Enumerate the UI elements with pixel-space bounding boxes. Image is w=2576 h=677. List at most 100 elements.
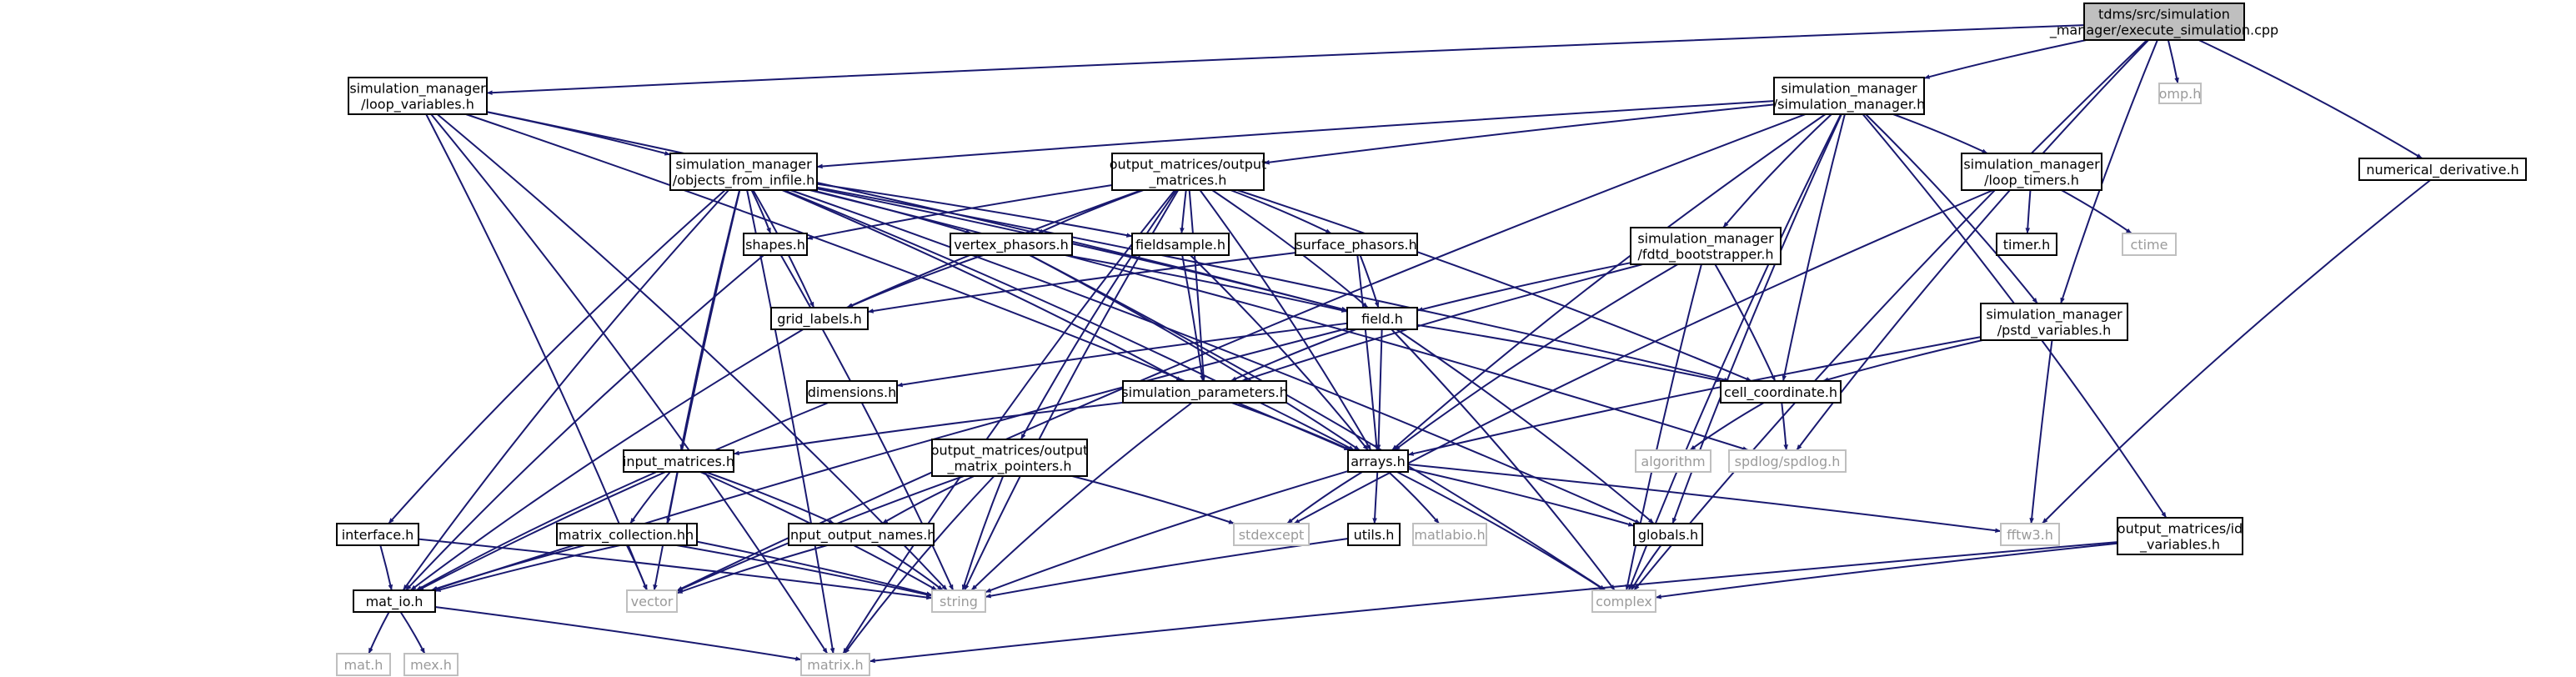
edge-arrays-to-complex	[1396, 471, 1606, 591]
edge-loop_variables-to-objects_from_infile	[486, 111, 671, 156]
edge-arrays-to-string	[985, 470, 1349, 594]
node-id-variables[interactable]: output_matrices/id_variables.h	[2117, 517, 2243, 555]
node-box	[1996, 233, 2057, 256]
edge-surface_phasors-to-grid_labels	[867, 252, 1296, 313]
edge-arrays-to-utils	[1372, 471, 1379, 524]
node-label: input_output_names.h	[787, 527, 936, 544]
node-label: simulation_manager	[1963, 157, 2100, 173]
node-cell-coordinate[interactable]: cell_coordinate.h	[1720, 380, 1842, 404]
node-spdlog: spdlog/spdlog.h	[1728, 449, 1847, 473]
node-box	[743, 233, 808, 256]
node-mat-io[interactable]: mat_io.h	[353, 589, 436, 613]
edge-surface_phasors-to-arrays	[1356, 254, 1379, 451]
node-dimensions[interactable]: dimensions.h	[806, 380, 898, 404]
node-label: output_matrices/id	[2117, 521, 2243, 538]
edge-dimensions-to-mat_io	[417, 402, 829, 591]
edge-mat_io-to-matrix	[434, 606, 802, 661]
node-input-matrices[interactable]: input_matrices.h	[623, 449, 734, 473]
edge-field-to-dimensions	[896, 322, 1348, 388]
edge-objects_from_infile-to-cell_coordinate	[816, 186, 1731, 383]
edge-field-to-simulation_parameters	[1230, 328, 1356, 382]
edge-pstd_variables-to-fftw3	[2029, 339, 2053, 524]
node-loop-variables[interactable]: simulation_manager/loop_variables.h	[348, 77, 488, 115]
node-label: /pstd_variables.h	[1997, 323, 2111, 339]
edge-objects_from_infile-to-mat_io	[402, 189, 729, 591]
node-fdtd-bootstrapper[interactable]: simulation_manager/fdtd_bootstrapper.h	[1630, 227, 1782, 265]
edge-root-to-simulation_manager	[1923, 39, 2087, 79]
node-label: mat.h	[344, 657, 383, 673]
edge-root-to-pstd_variables	[2060, 39, 2158, 304]
edge-matrix_collection-to-mat_io	[431, 544, 585, 591]
node-objects-from-infile[interactable]: simulation_manager/objects_from_infile.h	[669, 153, 818, 191]
edge-simulation_manager-to-pstd_variables	[1865, 113, 2038, 304]
node-vertex-phasors[interactable]: vertex_phasors.h	[950, 233, 1073, 256]
node-box	[1131, 233, 1230, 256]
node-stdexcept: stdexcept	[1233, 523, 1310, 546]
node-shapes[interactable]: shapes.h	[743, 233, 808, 256]
node-box	[348, 77, 488, 115]
node-utils[interactable]: utils.h	[1347, 523, 1401, 546]
node-output-matrix-pointers[interactable]: output_matrices/output_matrix_pointers.h	[931, 439, 1089, 477]
edge-loop_variables-to-string	[436, 113, 948, 591]
node-box	[1295, 233, 1418, 256]
node-output-matrices[interactable]: output_matrices/output_matrices.h	[1110, 153, 1267, 191]
edge-id_variables-to-matrix	[869, 541, 2118, 664]
node-field[interactable]: field.h	[1346, 307, 1418, 330]
node-label: timer.h	[2003, 237, 2050, 253]
node-label: string	[940, 594, 978, 609]
edge-output_matrices-to-shapes	[806, 184, 1113, 240]
node-box	[2117, 517, 2243, 555]
node-label: /loop_timers.h	[1984, 173, 2079, 189]
edge-loop_timers-to-ctime	[2061, 189, 2132, 234]
node-fieldsample[interactable]: fieldsample.h	[1131, 233, 1230, 256]
edge-input_matrices-to-mat_io	[415, 471, 658, 591]
edge-arrays-to-stdexcept	[1286, 471, 1363, 524]
edge-input_output_names-to-vector	[676, 544, 828, 594]
edge-output_matrices-to-surface_phasors	[1230, 189, 1332, 234]
edge-input_output_names-to-string	[876, 544, 944, 591]
edge-utils-to-string	[985, 537, 1349, 599]
node-label: arrays.h	[1351, 454, 1406, 469]
node-loop-timers[interactable]: simulation_manager/loop_timers.h	[1961, 153, 2102, 191]
node-label: _manager/execute_simulation.cpp	[2049, 23, 2278, 39]
edge-field-to-complex	[1391, 328, 1616, 591]
edge-root-to-numerical_derivative	[2198, 39, 2423, 159]
node-mat: mat.h	[336, 653, 391, 676]
node-string: string	[931, 589, 986, 613]
node-globals[interactable]: globals.h	[1633, 523, 1703, 546]
node-label: _matrix_pointers.h	[947, 459, 1072, 475]
node-arrays[interactable]: arrays.h	[1347, 449, 1409, 473]
node-matrix-collection[interactable]: matrix_collection.h	[556, 523, 688, 546]
edge-input_matrices-to-matrix_collection	[629, 471, 671, 524]
node-matrix: matrix.h	[800, 653, 870, 676]
node-matlabio: matlabio.h	[1412, 523, 1487, 546]
node-pstd-variables[interactable]: simulation_manager/pstd_variables.h	[1980, 303, 2128, 341]
node-box	[1233, 523, 1310, 546]
node-box	[1635, 449, 1711, 473]
node-grid-labels[interactable]: grid_labels.h	[770, 307, 869, 330]
node-label: /loop_variables.h	[361, 97, 474, 113]
node-label: utils.h	[1354, 527, 1395, 543]
edge-vertex_phasors-to-grid_labels	[847, 254, 984, 308]
node-simulation-parameters[interactable]: simulation_parameters.h	[1121, 380, 1288, 404]
node-label: stdexcept	[1239, 527, 1305, 543]
node-root[interactable]: tdms/src/simulation_manager/execute_simu…	[2049, 3, 2278, 41]
node-box	[336, 523, 419, 546]
node-timer[interactable]: timer.h	[1996, 233, 2057, 256]
node-numerical-derivative[interactable]: numerical_derivative.h	[2358, 158, 2527, 181]
node-input-output-names[interactable]: input_output_names.h	[787, 523, 936, 546]
node-box	[950, 233, 1073, 256]
node-simulation-manager[interactable]: simulation_manager/simulation_manager.h	[1773, 77, 1925, 115]
edge-source-to-string	[696, 540, 933, 596]
node-surface-phasors[interactable]: surface_phasors.h	[1295, 233, 1418, 256]
node-label: ctime	[2131, 237, 2168, 253]
edge-mat_io-to-mex	[399, 611, 426, 654]
edge-objects_from_infile-to-globals	[789, 189, 1641, 524]
node-box	[1720, 380, 1842, 404]
node-label: dimensions.h	[808, 384, 896, 400]
edge-input_matrices-to-input_output_names	[705, 471, 835, 524]
node-mex: mex.h	[403, 653, 459, 676]
edge-objects_from_infile-to-interface	[388, 189, 726, 524]
edge-arrays-to-fftw3	[1407, 464, 2002, 533]
node-interface[interactable]: interface.h	[336, 523, 419, 546]
